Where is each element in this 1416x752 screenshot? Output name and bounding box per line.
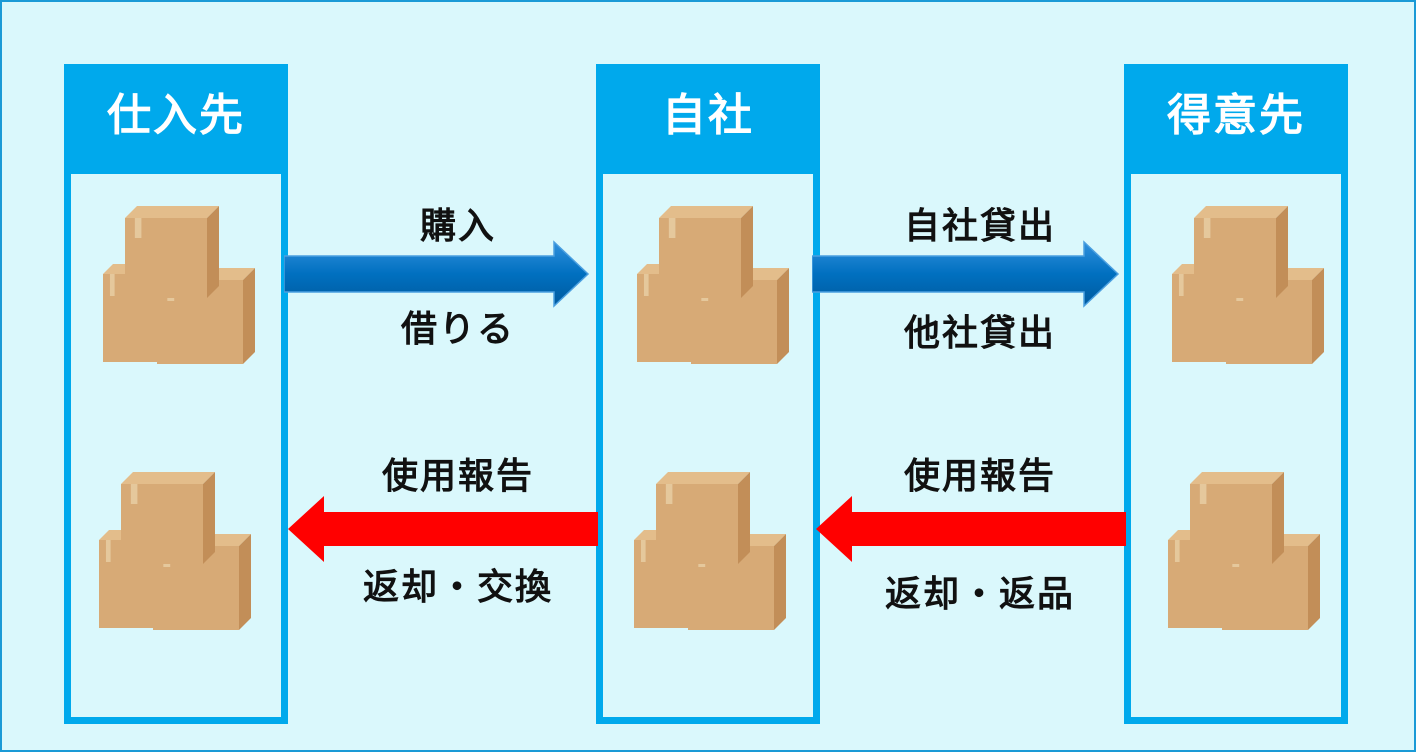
arrow-left-icon	[816, 496, 1126, 562]
arrow-right-icon	[284, 240, 590, 308]
flow-label-other-lending: 他社貸出	[903, 313, 1056, 354]
flow-label-borrow: 借りる	[400, 309, 515, 350]
flow-label-purchase: 購入	[419, 206, 496, 247]
flow-label-usage-report-right: 使用報告	[903, 456, 1056, 497]
column-title-supplier: 仕入先	[107, 90, 245, 141]
cardboard-boxes-icon	[634, 472, 786, 630]
flow-label-return-goods: 返却・返品	[884, 574, 1075, 615]
flow-label-return-exchange: 返却・交換	[362, 567, 553, 608]
arrow-right-icon	[812, 240, 1120, 308]
cardboard-boxes-icon	[1172, 206, 1324, 364]
column-title-own-company: 自社	[662, 90, 754, 141]
cardboard-boxes-icon	[103, 206, 255, 364]
flow-label-usage-report-left: 使用報告	[381, 456, 534, 497]
cardboard-boxes-icon	[637, 206, 789, 364]
flow-label-own-lending: 自社貸出	[903, 206, 1056, 247]
cardboard-boxes-icon	[1168, 472, 1320, 630]
cardboard-boxes-icon	[99, 472, 251, 630]
column-title-customer: 得意先	[1167, 90, 1305, 141]
arrow-left-icon	[288, 496, 598, 562]
